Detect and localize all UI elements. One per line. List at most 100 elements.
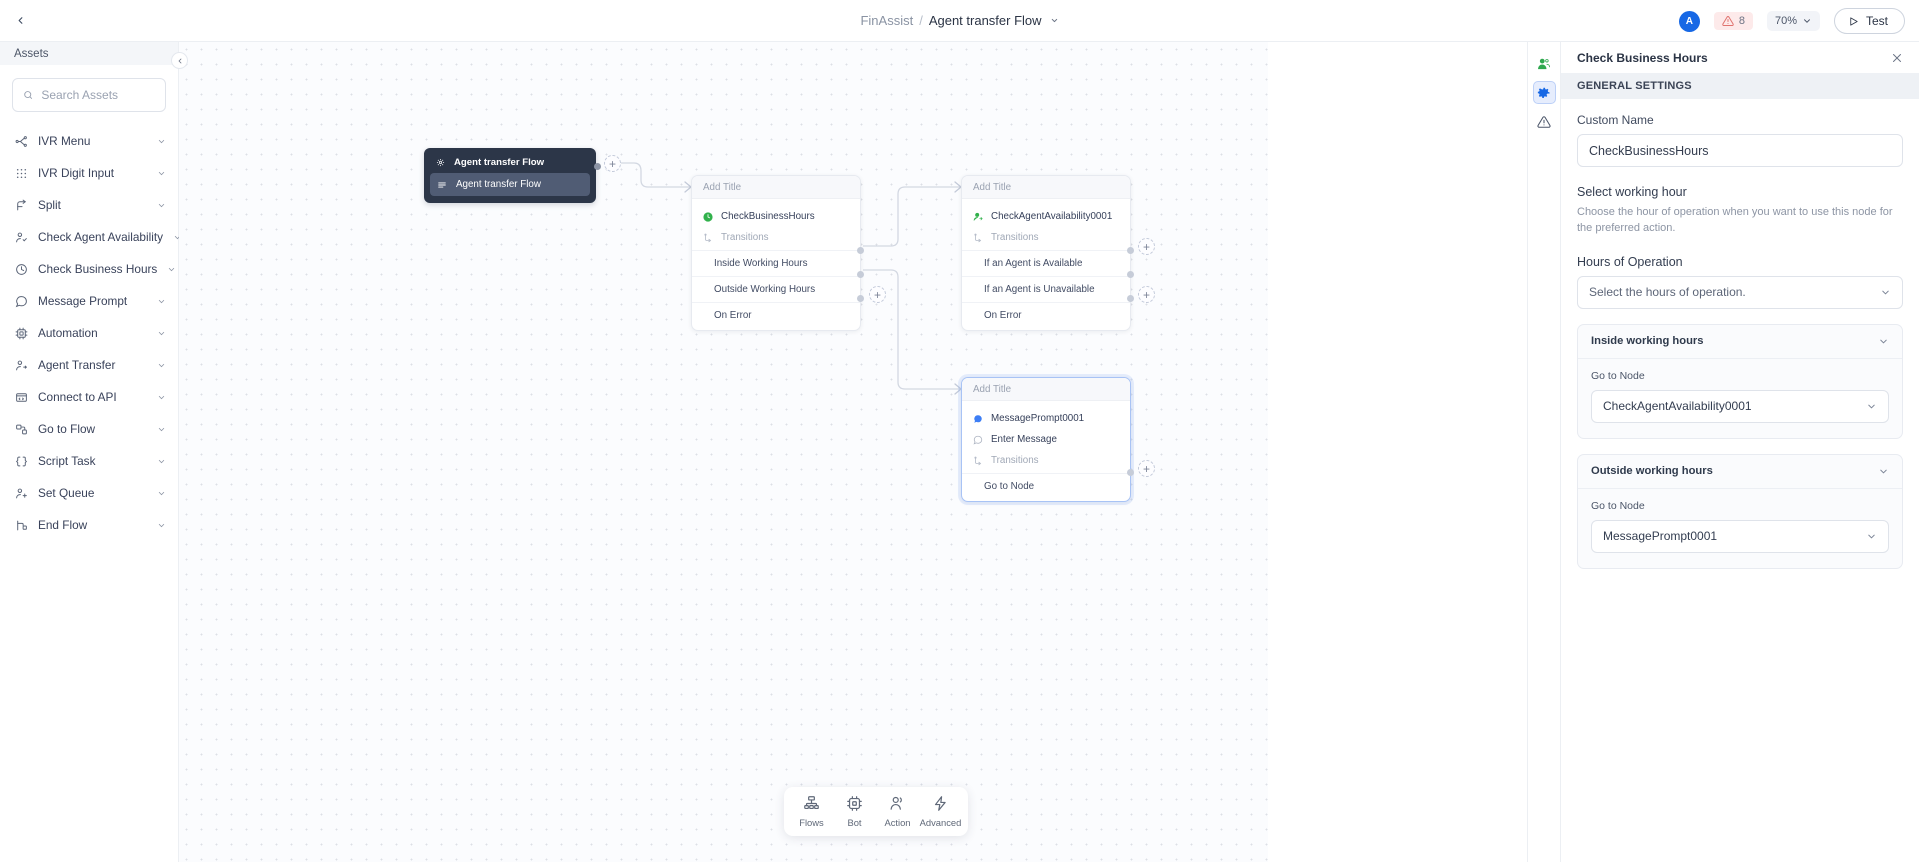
warning-triangle-icon: [1537, 115, 1551, 128]
output-port[interactable]: [857, 247, 864, 254]
add-node-button[interactable]: +: [869, 286, 886, 303]
output-port[interactable]: [857, 295, 864, 302]
rail-warnings-button[interactable]: [1533, 110, 1556, 133]
toolbar-action-button[interactable]: Action: [876, 795, 919, 828]
rail-settings-button[interactable]: [1532, 81, 1556, 104]
toolbar-advanced-button[interactable]: Advanced: [919, 795, 962, 828]
warning-triangle-icon: [1722, 15, 1734, 26]
add-node-button[interactable]: +: [604, 155, 621, 172]
chevron-down-icon[interactable]: [157, 457, 166, 466]
node-transition-row[interactable]: Outside Working Hours: [692, 276, 860, 302]
node-transition-row[interactable]: On Error: [962, 302, 1130, 328]
transitions-icon: [703, 233, 713, 243]
chevron-down-icon[interactable]: [157, 393, 166, 402]
chevron-down-icon: [1866, 531, 1877, 542]
start-node[interactable]: Agent transfer Flow Agent transfer Flow: [424, 148, 601, 203]
sidebar-item-label: IVR Menu: [38, 134, 91, 148]
sidebar-item-split[interactable]: Split: [0, 189, 178, 221]
chevron-down-icon[interactable]: [157, 521, 166, 530]
node-transition-row[interactable]: Inside Working Hours: [714, 258, 808, 269]
add-node-button[interactable]: +: [1138, 460, 1155, 477]
sidebar-item-message-prompt[interactable]: Message Prompt: [0, 285, 178, 317]
node-message-row[interactable]: Enter Message: [962, 429, 1130, 450]
chevron-down-icon[interactable]: [157, 169, 166, 178]
warning-badge[interactable]: 8: [1713, 12, 1753, 30]
output-port[interactable]: [594, 163, 601, 170]
add-node-button[interactable]: +: [1138, 286, 1155, 303]
play-icon: [1850, 16, 1858, 26]
node-title[interactable]: Add Title: [692, 176, 860, 199]
speech-bubble-icon: [14, 294, 28, 308]
sidebar-item-script-task[interactable]: Script Task: [0, 445, 178, 477]
go-to-node-select[interactable]: CheckAgentAvailability0001: [1591, 389, 1889, 423]
breadcrumb: FinAssist / Agent transfer Flow: [860, 13, 1058, 28]
search-icon: [24, 91, 33, 99]
node-transitions-label: Transitions: [991, 232, 1039, 243]
chevron-down-icon[interactable]: [157, 201, 166, 210]
sidebar-item-ivr-menu[interactable]: IVR Menu: [0, 125, 178, 157]
node-title[interactable]: Add Title: [962, 176, 1130, 199]
toolbar-flows-button[interactable]: Flows: [790, 795, 833, 828]
breadcrumb-dropdown-button[interactable]: [1050, 16, 1059, 25]
sidebar-item-agent-transfer[interactable]: Agent Transfer: [0, 349, 178, 381]
breadcrumb-app[interactable]: FinAssist: [860, 13, 914, 28]
accordion-outside-working-hours: Outside working hours Go to Node Message…: [1577, 453, 1903, 569]
chevron-down-icon[interactable]: [157, 489, 166, 498]
sidebar-item-label: Message Prompt: [38, 294, 128, 308]
accordion-header[interactable]: Outside working hours: [1578, 455, 1902, 489]
zoom-selector[interactable]: 70%: [1766, 11, 1820, 31]
rail-people-button[interactable]: [1533, 52, 1556, 75]
node-transition-row[interactable]: If an Agent is Available: [984, 258, 1083, 269]
hours-of-operation-select[interactable]: Select the hours of operation.: [1577, 275, 1903, 309]
flow-canvas[interactable]: Agent transfer Flow Agent transfer Flow …: [179, 42, 1268, 862]
sidebar-item-go-to-flow[interactable]: Go to Flow: [0, 413, 178, 445]
avatar[interactable]: A: [1678, 10, 1700, 32]
chevron-down-icon[interactable]: [157, 137, 166, 146]
sidebar-item-check-agent-availability[interactable]: Check Agent Availability: [0, 221, 181, 253]
search-input[interactable]: [41, 88, 155, 102]
add-node-button[interactable]: +: [1138, 238, 1155, 255]
output-port[interactable]: [857, 271, 864, 278]
sidebar-item-set-queue[interactable]: Set Queue: [0, 477, 178, 509]
sidebar-collapse-button[interactable]: [171, 52, 188, 69]
search-container: [0, 65, 178, 112]
go-to-node-select[interactable]: MessagePrompt0001: [1591, 519, 1889, 553]
test-button[interactable]: Test: [1833, 8, 1905, 34]
custom-name-input[interactable]: [1577, 134, 1903, 167]
node-body: MessagePrompt0001 Enter Message Transiti…: [962, 401, 1130, 501]
sidebar-item-connect-to-api[interactable]: Connect to API: [0, 381, 178, 413]
chevron-down-icon[interactable]: [167, 265, 176, 274]
accordion-header[interactable]: Inside working hours: [1578, 325, 1902, 359]
node-title[interactable]: Add Title: [962, 378, 1130, 401]
toolbar-bot-button[interactable]: Bot: [833, 795, 876, 828]
back-button[interactable]: [0, 0, 40, 42]
chevron-down-icon[interactable]: [157, 297, 166, 306]
chevron-down-icon[interactable]: [157, 329, 166, 338]
close-button[interactable]: [1891, 52, 1903, 64]
output-port[interactable]: [1127, 247, 1134, 254]
chevron-down-icon: [1880, 287, 1891, 298]
breadcrumb-flow[interactable]: Agent transfer Flow: [928, 13, 1042, 28]
node-message-prompt[interactable]: Add Title MessagePrompt0001 Enter Messag…: [961, 377, 1134, 502]
search-box[interactable]: [12, 78, 166, 112]
output-port[interactable]: [1127, 295, 1134, 302]
node-check-business-hours[interactable]: Add Title CheckBusinessHours Transitions…: [691, 175, 864, 331]
flows-icon: [804, 796, 819, 810]
output-port[interactable]: [1127, 469, 1134, 476]
sidebar-item-label: Check Agent Availability: [38, 230, 164, 244]
sidebar-item-ivr-digit-input[interactable]: IVR Digit Input: [0, 157, 178, 189]
sidebar-item-end-flow[interactable]: End Flow: [0, 509, 178, 541]
accordion-inside-working-hours: Inside working hours Go to Node CheckAge…: [1577, 323, 1903, 439]
chevron-down-icon[interactable]: [157, 425, 166, 434]
output-port[interactable]: [1127, 271, 1134, 278]
node-transition-row[interactable]: On Error: [692, 302, 860, 328]
chevron-down-icon[interactable]: [157, 361, 166, 370]
node-transition-row[interactable]: If an Agent is Unavailable: [962, 276, 1130, 302]
node-check-agent-availability[interactable]: Add Title CheckAgentAvailability0001 Tra…: [961, 175, 1134, 331]
sidebar-item-label: Connect to API: [38, 390, 117, 404]
sidebar-item-automation[interactable]: Automation: [0, 317, 178, 349]
start-node-row[interactable]: Agent transfer Flow: [430, 173, 590, 196]
sidebar-item-check-business-hours[interactable]: Check Business Hours: [0, 253, 178, 285]
node-transitions-header: Transitions: [962, 450, 1130, 471]
node-transition-row[interactable]: Go to Node: [984, 481, 1035, 492]
